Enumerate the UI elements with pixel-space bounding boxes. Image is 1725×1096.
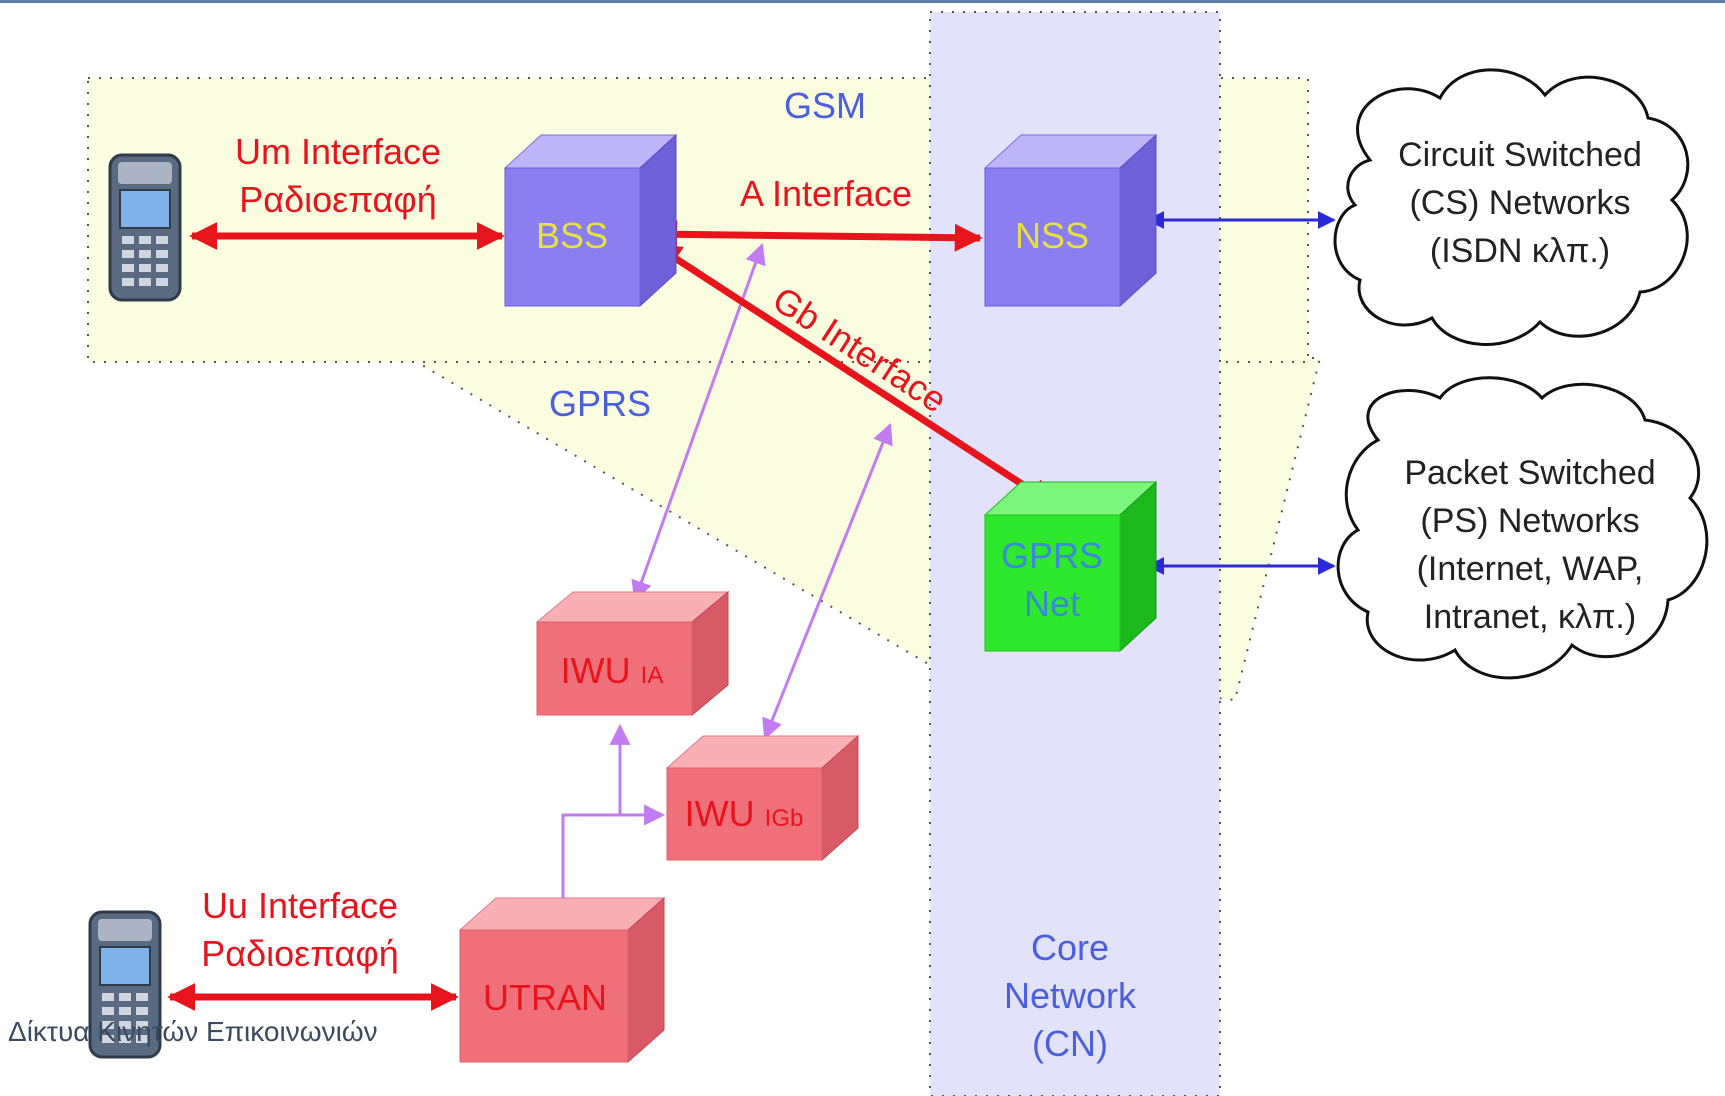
ps-cloud-line2: (PS) Networks xyxy=(1420,502,1639,540)
gprs-label: GPRS xyxy=(549,383,651,424)
nss-node: NSS xyxy=(983,133,1158,308)
iwu-igb-subscript: IGb xyxy=(765,805,804,832)
um-radio-label: Ραδιοεπαφή xyxy=(239,179,436,220)
iwu-igb-node: IWU IGb xyxy=(665,734,860,862)
a-interface-label: A Interface xyxy=(740,173,912,214)
core-network-label-line3: (CN) xyxy=(1032,1023,1108,1064)
cs-networks-cloud: Circuit Switched (CS) Networks (ISDN κλπ… xyxy=(1333,68,1690,346)
cs-cloud-line1: Circuit Switched xyxy=(1398,136,1642,174)
gprs-net-label-line2: Net xyxy=(1024,583,1080,624)
ps-networks-cloud: Packet Switched (PS) Networks (Internet,… xyxy=(1336,376,1709,680)
utran-node: UTRAN xyxy=(458,896,666,1064)
uu-radio-label: Ραδιοεπαφή xyxy=(201,933,398,974)
nss-label: NSS xyxy=(1015,215,1089,256)
cs-cloud-line2: (CS) Networks xyxy=(1409,184,1630,222)
cs-cloud-line3: (ISDN κλπ.) xyxy=(1430,232,1610,270)
gb-interface-arrow xyxy=(652,242,1057,508)
core-network-label-line2: Network xyxy=(1004,975,1137,1016)
ps-cloud-line4: Intranet, κλπ.) xyxy=(1424,598,1636,636)
gprs-net-node: GPRS Net xyxy=(983,480,1158,653)
a-interface-arrow xyxy=(649,220,983,252)
bss-label: BSS xyxy=(536,215,608,256)
bss-node: BSS xyxy=(503,133,678,308)
iwu-ia-label: IWU IA xyxy=(561,650,664,691)
iwu-ia-node: IWU IA xyxy=(535,590,730,717)
ps-cloud-line1: Packet Switched xyxy=(1404,454,1655,492)
mobile-phone-icon-bottom xyxy=(88,910,162,1059)
gsm-label: GSM xyxy=(784,85,866,126)
gprs-net-label-line1: GPRS xyxy=(1001,535,1103,576)
mobile-phone-icon-top xyxy=(108,153,182,302)
iwu-igb-label: IWU IGb xyxy=(685,793,804,834)
footer-title: Δίκτυα Κινητών Επικοινωνιών xyxy=(8,1016,378,1047)
ps-cloud-line3: (Internet, WAP, xyxy=(1417,550,1644,588)
core-network-label-line1: Core xyxy=(1031,927,1109,968)
utran-to-iwu-links xyxy=(561,804,666,912)
iwu-ia-subscript: IA xyxy=(641,662,664,689)
utran-label: UTRAN xyxy=(483,977,607,1018)
uu-interface-label: Uu Interface xyxy=(202,885,398,926)
um-interface-label: Um Interface xyxy=(235,131,441,172)
top-border-line xyxy=(0,0,1725,3)
